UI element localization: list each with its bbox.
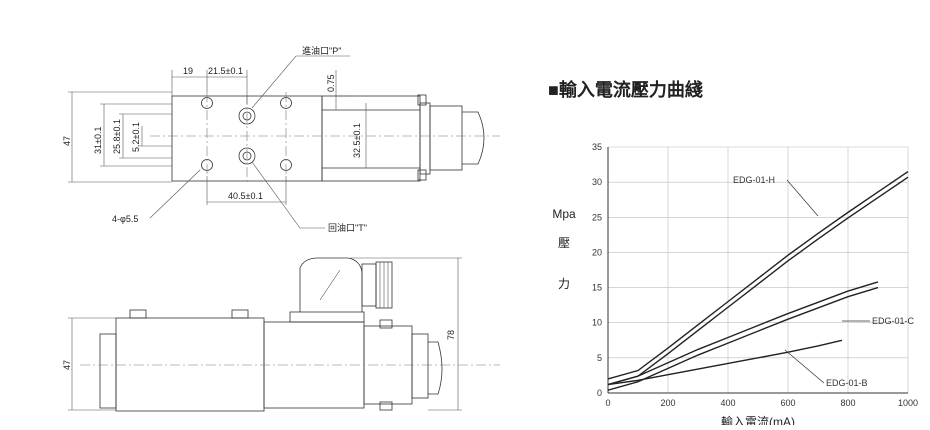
- x-tick-label: 400: [720, 398, 735, 408]
- y-tick-label: 5: [597, 353, 602, 363]
- x-tick-label: 0: [605, 398, 610, 408]
- connector-plate: [419, 102, 431, 175]
- series-line: [607, 281, 879, 386]
- x-tick-label: 800: [840, 398, 855, 408]
- connector-base: [289, 311, 365, 323]
- y-axis-label: Mpa: [552, 207, 576, 221]
- side-view-drawing: 47 78: [62, 257, 500, 412]
- top-view-drawing: 19 21.5±0.1 0.75 47 31±0.1 25.8±0.1 5.2±…: [62, 45, 500, 233]
- y-tick-label: 25: [592, 212, 602, 222]
- label-port-t: 回油口"T": [328, 222, 367, 233]
- annotation-leader: [784, 349, 825, 384]
- x-tick-label: 1000: [898, 398, 918, 408]
- series-line-return: [607, 176, 909, 386]
- series-annotation: EDG-01-H: [733, 175, 775, 185]
- y-tick-label: 10: [592, 318, 602, 328]
- dim-47-top: 47: [62, 136, 72, 146]
- y-axis-label: 力: [558, 277, 570, 291]
- y-tick-label: 35: [592, 142, 602, 152]
- end-cap: [99, 333, 117, 409]
- dim-holes: 4-φ5.5: [112, 214, 138, 224]
- pressure-current-chart: 0 5 10 15 20 25 30 35 0 200 400 600 800 1000 Mpa 壓力輸入電流…: [552, 142, 918, 429]
- connector-plug: [299, 257, 363, 312]
- dim-25-8: 25.8±0.1: [112, 119, 122, 154]
- connector-box: [429, 105, 463, 171]
- dim-40-5: 40.5±0.1: [228, 191, 263, 201]
- x-tick-label: 600: [780, 398, 795, 408]
- connector-cap: [462, 111, 485, 165]
- dim-78: 78: [446, 330, 456, 340]
- y-tick-label: 0: [597, 388, 602, 398]
- dim-47-side: 47: [62, 360, 72, 370]
- series-annotation: EDG-01-B: [826, 378, 868, 388]
- label-port-p: 進油口"P": [302, 45, 341, 56]
- annotation-leader: [786, 179, 819, 217]
- y-tick-label: 20: [592, 247, 602, 257]
- dim-19: 19: [183, 66, 193, 76]
- x-axis-label: 輸入電流(mA): [721, 414, 795, 425]
- series-line-return: [607, 286, 879, 391]
- dim-21-5: 21.5±0.1: [208, 66, 243, 76]
- series-line: [607, 171, 909, 380]
- y-tick-label: 30: [592, 177, 602, 187]
- dim-5-2: 5.2±0.1: [131, 122, 141, 152]
- series-line: [607, 339, 843, 386]
- valve-body-side: [115, 317, 265, 412]
- dim-32-5: 32.5±0.1: [352, 123, 362, 158]
- chart-title: ■輸入電流壓力曲綫: [548, 79, 703, 100]
- dim-31: 31±0.1: [93, 127, 103, 154]
- x-tick-label: 200: [660, 398, 675, 408]
- y-tick-label: 15: [592, 283, 602, 293]
- series-annotation: EDG-01-C: [872, 316, 915, 326]
- y-axis-label: 壓: [558, 236, 570, 250]
- dim-0-75: 0.75: [326, 74, 336, 92]
